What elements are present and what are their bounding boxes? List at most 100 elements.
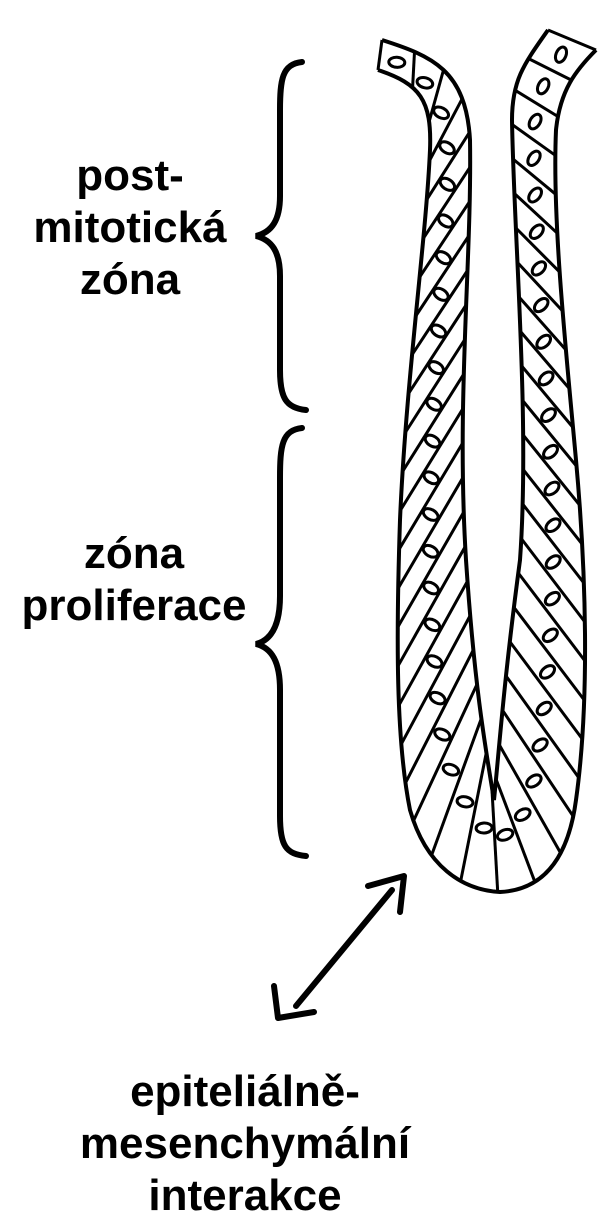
cell-nucleus (436, 213, 455, 229)
cell-nucleus (423, 433, 442, 449)
arrow-head-top (365, 873, 407, 915)
cell-nucleus (541, 627, 559, 644)
cell-boundary (376, 39, 384, 71)
cell-boundary (399, 614, 472, 745)
cell-boundary (522, 434, 581, 507)
arrow-head-bottom (271, 983, 317, 1021)
cell-boundary (501, 709, 575, 818)
cell-nucleus (542, 443, 559, 460)
cell-nucleus (433, 727, 452, 742)
cell-nucleus (425, 396, 443, 412)
cell-nucleus (535, 333, 553, 350)
zone-braces (255, 59, 309, 859)
cell-nucleus (535, 77, 551, 96)
cell-boundary (520, 365, 575, 429)
cell-boundary (512, 157, 557, 196)
cell-boundary (494, 778, 537, 883)
cell-boundary (513, 192, 559, 235)
cell-nucleus (422, 470, 441, 486)
cell-nucleus (441, 762, 461, 777)
cell-boundary (428, 98, 464, 162)
cell-boundary (504, 675, 581, 779)
cell-boundary (517, 296, 568, 351)
cell-nucleus (537, 370, 555, 387)
cell-boundary (412, 683, 479, 822)
cell-boundary (520, 537, 587, 623)
epithelial-cells (376, 28, 597, 892)
cell-nucleus (527, 112, 543, 131)
cell-nucleus (421, 507, 440, 522)
cell-nucleus (455, 795, 475, 809)
cell-boundary (399, 407, 465, 512)
proliferation-zone-brace (255, 425, 309, 859)
cell-nucleus (543, 480, 561, 497)
cell-nucleus (474, 821, 494, 835)
cell-boundary (516, 261, 564, 313)
cell-boundary (511, 123, 557, 157)
cell-boundary (519, 330, 571, 390)
cell-nucleus (429, 323, 448, 339)
cell-nucleus (434, 250, 453, 266)
cell-boundary (396, 476, 465, 589)
cell-nucleus (415, 76, 435, 90)
proliferation-label-line-2: proliferace (21, 581, 247, 630)
interaction-label: epiteliálně- mesenchymální interakce (60, 1066, 430, 1222)
interaction-label-line-1: epiteliálně- (130, 1067, 360, 1116)
cell-boundary (397, 442, 464, 551)
cell-nucleus (530, 260, 548, 277)
cell-nucleus (425, 654, 444, 669)
interaction-arrow (271, 873, 407, 1021)
cell-boundary (490, 786, 500, 892)
cell-boundary (396, 511, 466, 628)
cell-nucleus (387, 55, 407, 69)
cell-nucleus (532, 297, 550, 314)
cell-boundary (514, 226, 561, 274)
cell-nucleus (525, 773, 543, 789)
cell-nucleus (540, 407, 557, 424)
cell-nucleus (544, 554, 562, 570)
cell-boundary (411, 51, 416, 88)
cell-nucleus (432, 105, 451, 121)
cell-nucleus (423, 617, 442, 633)
cell-boundary (522, 468, 584, 546)
cell-boundary (497, 743, 562, 854)
postmitotic-label-line-1: post- (76, 151, 184, 200)
cell-nucleus (527, 186, 543, 204)
interaction-label-line-3: interakce (148, 1171, 342, 1220)
cell-nucleus (526, 149, 542, 167)
cell-nucleus (531, 737, 549, 753)
cell-boundary (397, 580, 469, 706)
cell-nucleus (538, 664, 557, 680)
postmitotic-zone-label: post- mitotická zóna (10, 150, 250, 306)
cell-boundary (422, 166, 472, 240)
interaction-label-line-2: mesenchymální (79, 1119, 411, 1168)
cell-boundary (521, 503, 586, 584)
cell-nucleus (428, 690, 447, 706)
postmitotic-zone-brace (255, 59, 309, 413)
postmitotic-label-line-2: mitotická (33, 203, 227, 252)
crypt-outer-wall (377, 48, 598, 895)
cell-boundary (425, 131, 471, 201)
proliferation-zone-label: zóna proliferace (0, 528, 268, 632)
cell-nucleus (553, 45, 569, 64)
proliferation-label-line-1: zóna (83, 529, 185, 578)
cell-boundary (427, 69, 445, 123)
cell-boundary (418, 200, 471, 279)
crypt-epithelium (376, 28, 598, 895)
cell-nucleus (432, 286, 450, 302)
cell-nucleus (438, 176, 457, 192)
cell-nucleus (513, 807, 532, 822)
cell-nucleus (544, 517, 562, 534)
cell-boundary (547, 28, 597, 52)
cell-boundary (512, 606, 586, 701)
cell-boundary (430, 717, 483, 856)
cell-boundary (527, 57, 573, 82)
cell-nucleus (543, 590, 561, 607)
cell-nucleus (495, 827, 515, 842)
cell-nucleus (421, 543, 440, 559)
cell-boundary (407, 304, 468, 395)
cell-boundary (404, 649, 475, 784)
postmitotic-label-line-3: zóna (79, 255, 181, 304)
